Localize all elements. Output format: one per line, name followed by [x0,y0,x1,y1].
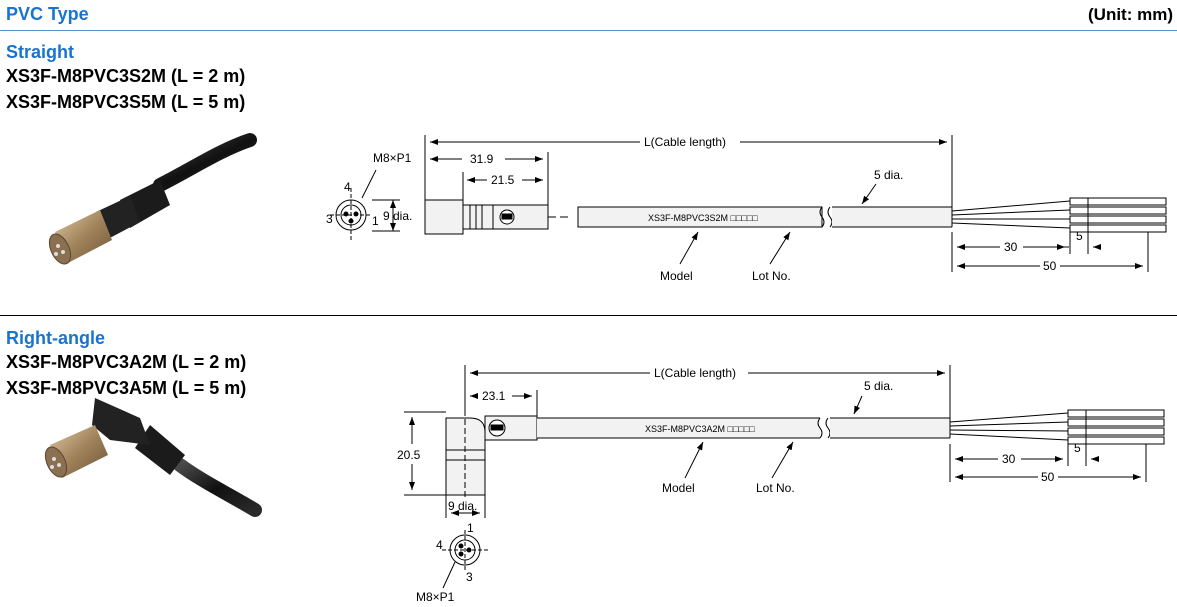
right-angle-dim-23-1: 23.1 [482,389,506,403]
straight-dim-21-5: 21.5 [491,173,515,187]
right-angle-thread-label: M8×P1 [416,590,455,604]
straight-pin1: 1 [372,214,379,228]
section-divider [0,315,1177,316]
right-angle-cable-print: XS3F-M8PVC3A2M □□□□□ [645,424,755,434]
straight-length-label: L(Cable length) [644,135,726,149]
header-divider [0,30,1177,31]
straight-dim-30: 30 [1004,240,1018,254]
right-angle-pin3: 3 [466,570,473,584]
right-angle-dim-20-5: 20.5 [397,448,421,462]
straight-pin3: 3 [326,212,333,226]
straight-dim-5: 5 [1076,229,1083,243]
right-angle-pin4: 4 [436,538,443,552]
right-angle-dim-50: 50 [1041,470,1055,484]
straight-cable-dia: 5 dia. [874,168,903,182]
right-angle-pin1: 1 [467,521,474,535]
right-angle-model-1: XS3F-M8PVC3A2M (L = 2 m) [6,352,247,372]
page-title: PVC Type [6,4,89,24]
straight-drawing [330,135,1167,272]
straight-cable-print: XS3F-M8PVC3S2M □□□□□ [648,213,758,223]
right-angle-length-label: L(Cable length) [654,366,736,380]
straight-pin4: 4 [344,180,351,194]
unit-label: (Unit: mm) [1088,5,1173,24]
straight-dim-50: 50 [1043,259,1057,273]
straight-model-1: XS3F-M8PVC3S2M (L = 2 m) [6,66,246,86]
right-angle-drawing [404,365,1165,589]
right-angle-labels: L(Cable length) 23.1 5 dia. 20.5 9 dia. … [397,366,1081,604]
straight-connector-photo [48,133,257,265]
right-angle-model-callout: Model [662,481,695,495]
right-angle-connector-photo [44,398,262,517]
straight-lot-callout: Lot No. [752,269,791,283]
right-angle-dia: 9 dia. [448,499,477,513]
right-angle-dim-30: 30 [1002,452,1016,466]
straight-title: Straight [6,42,75,62]
right-angle-lot-callout: Lot No. [756,481,795,495]
straight-thread-label: M8×P1 [373,151,412,165]
straight-model-callout: Model [660,269,693,283]
straight-labels: M8×P1 4 3 1 9 dia. L(Cable length) 31.9 … [326,135,1083,283]
right-angle-cable-dia: 5 dia. [864,379,893,393]
straight-dia: 9 dia. [383,209,412,223]
straight-model-2: XS3F-M8PVC3S5M (L = 5 m) [6,92,246,112]
right-angle-title: Right-angle [6,328,105,348]
right-angle-model-2: XS3F-M8PVC3A5M (L = 5 m) [6,378,247,398]
straight-dim-31-9: 31.9 [470,152,494,166]
right-angle-dim-5: 5 [1074,441,1081,455]
